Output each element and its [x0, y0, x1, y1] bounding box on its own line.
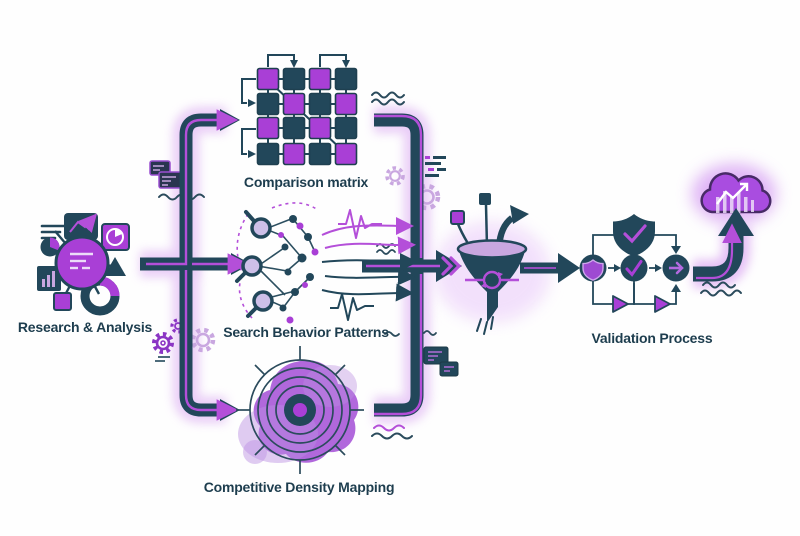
- square-icon: [53, 292, 72, 311]
- search-behavior-label: Search Behavior Patterns: [223, 324, 389, 340]
- research-analysis-label: Research & Analysis: [17, 319, 153, 335]
- validation-process-label: Validation Process: [591, 330, 713, 346]
- funnel-to-validation-arrow: [520, 253, 580, 283]
- growth-arrow-icon: [693, 208, 754, 282]
- research-analysis-icon: [37, 213, 130, 316]
- comparison-matrix-icon: [241, 54, 358, 166]
- input-square-icon: [479, 193, 491, 205]
- document-icon: [149, 160, 182, 189]
- notes-circle-icon: [54, 235, 110, 291]
- branch-split-arrows: [140, 109, 251, 421]
- pulse-icon: [338, 209, 382, 239]
- list-icon: [425, 156, 446, 177]
- play-triangle-icon: [654, 295, 671, 313]
- density-mapping-label: Competitive Density Mapping: [203, 479, 395, 495]
- line-chart-icon: [64, 213, 98, 240]
- step-shield-icon: [579, 254, 607, 282]
- comparison-matrix-label: Comparison matrix: [243, 174, 369, 190]
- sync-icon: [465, 270, 519, 290]
- shield-check-icon: [613, 214, 655, 257]
- pie-chart-icon: [101, 223, 130, 251]
- input-square-icon: [450, 210, 465, 225]
- bar-chart-icon: [37, 266, 61, 291]
- cloud-analytics-icon: [700, 172, 772, 214]
- funnel-icon: [450, 193, 529, 335]
- document-icon: [423, 346, 459, 377]
- pulse-icon: [330, 293, 374, 321]
- magnifier-icon: [235, 210, 274, 318]
- density-mapping-icon: [236, 346, 364, 474]
- triangle-icon: [104, 257, 126, 276]
- pie-circle-icon: [40, 237, 60, 257]
- step-arrow-icon: [662, 254, 690, 282]
- validation-process-icon: [579, 214, 690, 313]
- play-triangle-icon: [612, 295, 629, 313]
- step-check-icon: [620, 254, 648, 282]
- search-behavior-icon: [235, 202, 418, 324]
